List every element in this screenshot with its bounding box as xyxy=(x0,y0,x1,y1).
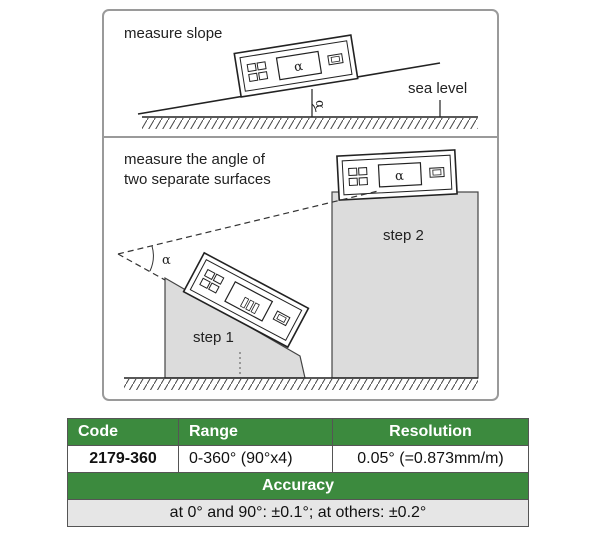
top-ground-hatch xyxy=(142,118,478,129)
accuracy-header-row: Accuracy xyxy=(67,472,529,500)
inclinometer-device-step2: α xyxy=(336,149,458,201)
measure-slope-title: measure slope xyxy=(124,25,222,42)
spec-value-row: 2179-360 0-360° (90°x4) 0.05° (=0.873mm/… xyxy=(67,445,529,473)
angle-dashed-line-lower xyxy=(117,253,166,281)
step1-label: step 1 xyxy=(193,329,234,346)
spec-header-row: Code Range Resolution xyxy=(67,418,529,446)
two-surfaces-title-line2: two separate surfaces xyxy=(124,171,271,188)
resolution-value: 0.05° (=0.873mm/m) xyxy=(332,445,529,473)
range-value: 0-360° (90°x4) xyxy=(178,445,333,473)
accuracy-value-row: at 0° and 90°: ±0.1°; at others: ±0.2° xyxy=(67,499,529,527)
step2-label: step 2 xyxy=(383,227,424,244)
spec-table: Code Range Resolution 2179-360 0-360° (9… xyxy=(67,418,529,527)
svg-text:α: α xyxy=(293,59,304,75)
angle-dashed-line-upper xyxy=(117,190,379,255)
code-value: 2179-360 xyxy=(67,445,179,473)
svg-text:α: α xyxy=(395,169,405,184)
range-header: Range xyxy=(178,418,333,446)
accuracy-header: Accuracy xyxy=(67,472,529,500)
bottom-ground-hatch xyxy=(124,379,478,390)
code-header: Code xyxy=(67,418,179,446)
inclinometer-device-step1 xyxy=(182,252,310,348)
two-surfaces-title-line1: measure the angle of xyxy=(124,151,266,168)
step2-block xyxy=(331,191,479,379)
illustration: measure slope α α sea level measure the … xyxy=(102,9,499,401)
accuracy-value: at 0° and 90°: ±0.1°; at others: ±0.2° xyxy=(67,499,529,527)
resolution-header: Resolution xyxy=(332,418,529,446)
inclinometer-device-top: α xyxy=(233,34,359,98)
slope-angle-symbol: α xyxy=(312,100,327,109)
two-surfaces-angle-symbol: α xyxy=(162,253,171,268)
sea-level-label: sea level xyxy=(408,80,467,97)
